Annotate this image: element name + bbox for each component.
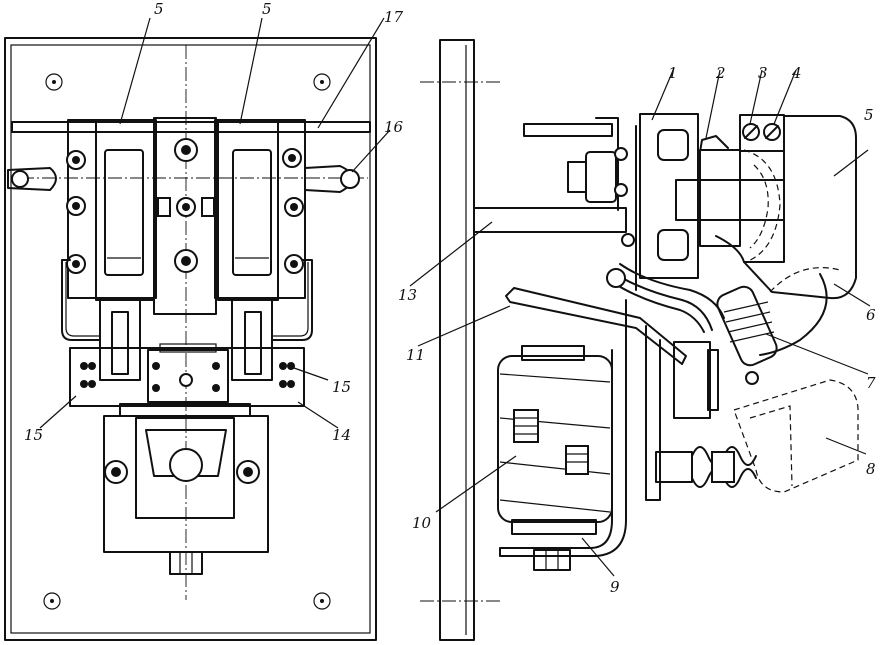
support-arm xyxy=(473,207,627,233)
terminal-lug-right xyxy=(304,165,360,193)
callout-5-left: 5 xyxy=(154,0,164,18)
callout-6: 6 xyxy=(866,306,876,324)
callout-15-right: 15 xyxy=(332,378,351,396)
callout-4: 4 xyxy=(791,64,802,82)
flexible-lead-right xyxy=(271,259,313,341)
insulator-nut xyxy=(567,147,628,203)
callout-15-left: 15 xyxy=(24,426,43,444)
base-plate-side xyxy=(439,39,475,641)
callout-14: 14 xyxy=(332,426,351,444)
callout-10: 10 xyxy=(412,514,432,532)
magnet-yoke xyxy=(499,299,627,557)
callout-16: 16 xyxy=(384,118,404,136)
central-block xyxy=(153,117,217,315)
callout-3: 3 xyxy=(758,64,768,82)
top-rod xyxy=(523,123,613,137)
callout-leaders xyxy=(39,17,871,577)
terminal-screws xyxy=(66,138,304,274)
arc-chute-side xyxy=(743,115,857,300)
armature-lever xyxy=(505,287,687,365)
terminal-screw-block xyxy=(739,114,785,152)
callout-5-right: 5 xyxy=(864,106,874,124)
flexible-lead-left xyxy=(61,259,101,341)
return-spring xyxy=(655,446,757,488)
callout-5-middle: 5 xyxy=(262,0,272,18)
bottom-nut xyxy=(169,551,203,575)
magnet-pivot xyxy=(169,448,203,482)
callout-2: 2 xyxy=(715,64,726,82)
coil xyxy=(497,345,613,535)
contact-holder xyxy=(639,113,699,279)
solenoid-dashed xyxy=(733,379,859,493)
fixed-contact xyxy=(699,149,741,247)
mounting-holes xyxy=(43,73,331,610)
mounting-plate xyxy=(4,37,377,641)
shaft xyxy=(11,121,371,133)
callout-numbers: 5 5 17 16 15 15 14 1 2 3 4 5 6 7 8 9 10 … xyxy=(24,0,876,596)
callout-9: 9 xyxy=(610,578,620,596)
bridge-bolts xyxy=(80,362,295,392)
contact-bridge xyxy=(69,347,305,407)
callout-17: 17 xyxy=(384,8,404,26)
mounting-plate-inner-edge xyxy=(10,44,371,634)
callout-1: 1 xyxy=(668,64,678,82)
callout-13: 13 xyxy=(398,286,417,304)
callout-8: 8 xyxy=(866,460,876,478)
callout-7: 7 xyxy=(866,374,876,392)
front-view xyxy=(4,37,377,641)
side-view xyxy=(420,39,859,641)
terminal-lug-left xyxy=(7,167,57,191)
callout-11: 11 xyxy=(406,346,425,364)
spring-assembly xyxy=(716,285,778,385)
flexible-conductor xyxy=(769,267,841,293)
